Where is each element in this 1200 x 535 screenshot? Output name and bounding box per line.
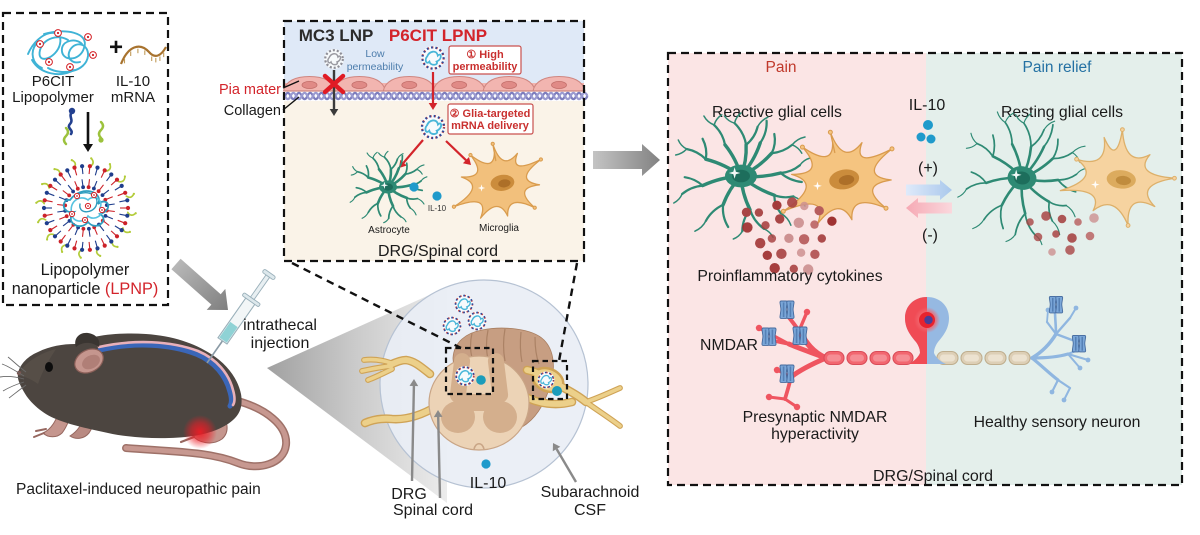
svg-text:IL-10: IL-10 bbox=[428, 204, 447, 213]
svg-text:hyperactivity: hyperactivity bbox=[771, 426, 859, 443]
svg-text:Lipopolymer: Lipopolymer bbox=[41, 261, 130, 279]
svg-text:P6CIT: P6CIT bbox=[32, 73, 75, 90]
svg-text:injection: injection bbox=[251, 335, 310, 352]
svg-text:MC3 LNP: MC3 LNP bbox=[299, 26, 374, 45]
svg-text:nanoparticle (LPNP): nanoparticle (LPNP) bbox=[12, 280, 159, 298]
svg-text:Subarachnoid: Subarachnoid bbox=[541, 484, 640, 501]
svg-text:mRNA: mRNA bbox=[111, 89, 155, 106]
svg-text:Lipopolymer: Lipopolymer bbox=[12, 89, 94, 106]
svg-text:Spinal cord: Spinal cord bbox=[393, 502, 473, 519]
svg-text:Presynaptic NMDAR: Presynaptic NMDAR bbox=[743, 409, 888, 426]
svg-text:Pain: Pain bbox=[765, 59, 796, 76]
svg-text:② Glia-targeted: ② Glia-targeted bbox=[450, 108, 531, 120]
svg-text:Resting glial cells: Resting glial cells bbox=[1001, 104, 1123, 121]
svg-text:P6CIT LPNP: P6CIT LPNP bbox=[389, 26, 487, 45]
svg-text:Reactive glial cells: Reactive glial cells bbox=[712, 104, 842, 121]
svg-text:DRG/Spinal cord: DRG/Spinal cord bbox=[873, 468, 993, 485]
svg-text:DRG/Spinal cord: DRG/Spinal cord bbox=[378, 243, 498, 260]
svg-text:permeability: permeability bbox=[453, 61, 519, 73]
svg-text:Low: Low bbox=[365, 48, 385, 60]
svg-text:Paclitaxel-induced neuropathic: Paclitaxel-induced neuropathic pain bbox=[16, 481, 261, 498]
svg-text:+: + bbox=[109, 34, 123, 61]
svg-text:IL-10: IL-10 bbox=[470, 475, 507, 492]
svg-text:Microglia: Microglia bbox=[479, 223, 519, 234]
svg-text:(-): (-) bbox=[922, 227, 938, 244]
svg-text:Pain relief: Pain relief bbox=[1023, 59, 1093, 76]
svg-text:CSF: CSF bbox=[574, 502, 606, 519]
svg-text:Collagen: Collagen bbox=[224, 103, 281, 119]
svg-text:(+): (+) bbox=[918, 160, 938, 177]
svg-text:Astrocyte: Astrocyte bbox=[368, 225, 410, 236]
svg-text:IL-10: IL-10 bbox=[909, 97, 946, 114]
svg-text:① High: ① High bbox=[466, 49, 504, 61]
svg-text:permeability: permeability bbox=[347, 61, 404, 73]
svg-text:mRNA delivery: mRNA delivery bbox=[451, 120, 530, 132]
svg-text:IL-10: IL-10 bbox=[116, 73, 150, 90]
svg-text:DRG: DRG bbox=[391, 486, 427, 503]
svg-text:intrathecal: intrathecal bbox=[243, 317, 317, 334]
svg-text:NMDAR: NMDAR bbox=[700, 337, 758, 354]
svg-text:Proinflammatory cytokines: Proinflammatory cytokines bbox=[697, 268, 882, 285]
svg-text:Pia mater: Pia mater bbox=[219, 82, 281, 98]
svg-text:Healthy sensory neuron: Healthy sensory neuron bbox=[974, 414, 1141, 431]
